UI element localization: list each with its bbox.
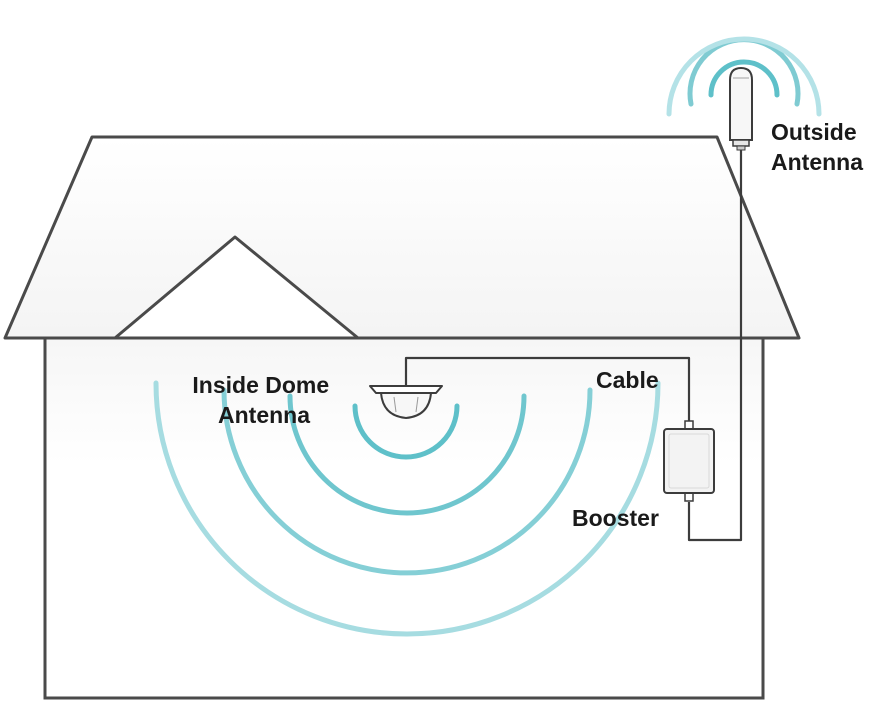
booster-label: Booster — [572, 505, 659, 531]
outdoor-wave-3 — [666, 36, 822, 117]
cable — [404, 148, 743, 542]
indoor-wave-3 — [221, 387, 593, 576]
outside-antenna-label: Outside Antenna — [771, 119, 863, 175]
signal-booster-icon — [663, 428, 715, 494]
inside-antenna-label-line2: Antenna — [218, 402, 310, 428]
outdoor-signal-waves — [666, 36, 822, 117]
indoor-signal-waves — [153, 380, 661, 637]
outside-antenna-label-line1: Outside — [771, 119, 857, 145]
indoor-wave-1 — [352, 403, 460, 460]
indoor-wave-2 — [287, 393, 527, 516]
indoor-wave-4 — [153, 380, 661, 637]
cable-label: Cable — [596, 367, 659, 393]
outdoor-omni-antenna-icon — [729, 66, 753, 151]
outdoor-wave-1 — [708, 59, 780, 98]
dome-antenna-icon — [369, 385, 443, 419]
cable-booster-to-outside — [687, 148, 743, 542]
inside-antenna-label-line1: Inside Dome — [192, 372, 329, 398]
house-roof — [3, 135, 801, 340]
inside-antenna-label: Inside Dome Antenna — [192, 372, 335, 428]
cable-inside-to-booster — [404, 356, 691, 423]
outside-antenna-label-line2: Antenna — [771, 149, 863, 175]
